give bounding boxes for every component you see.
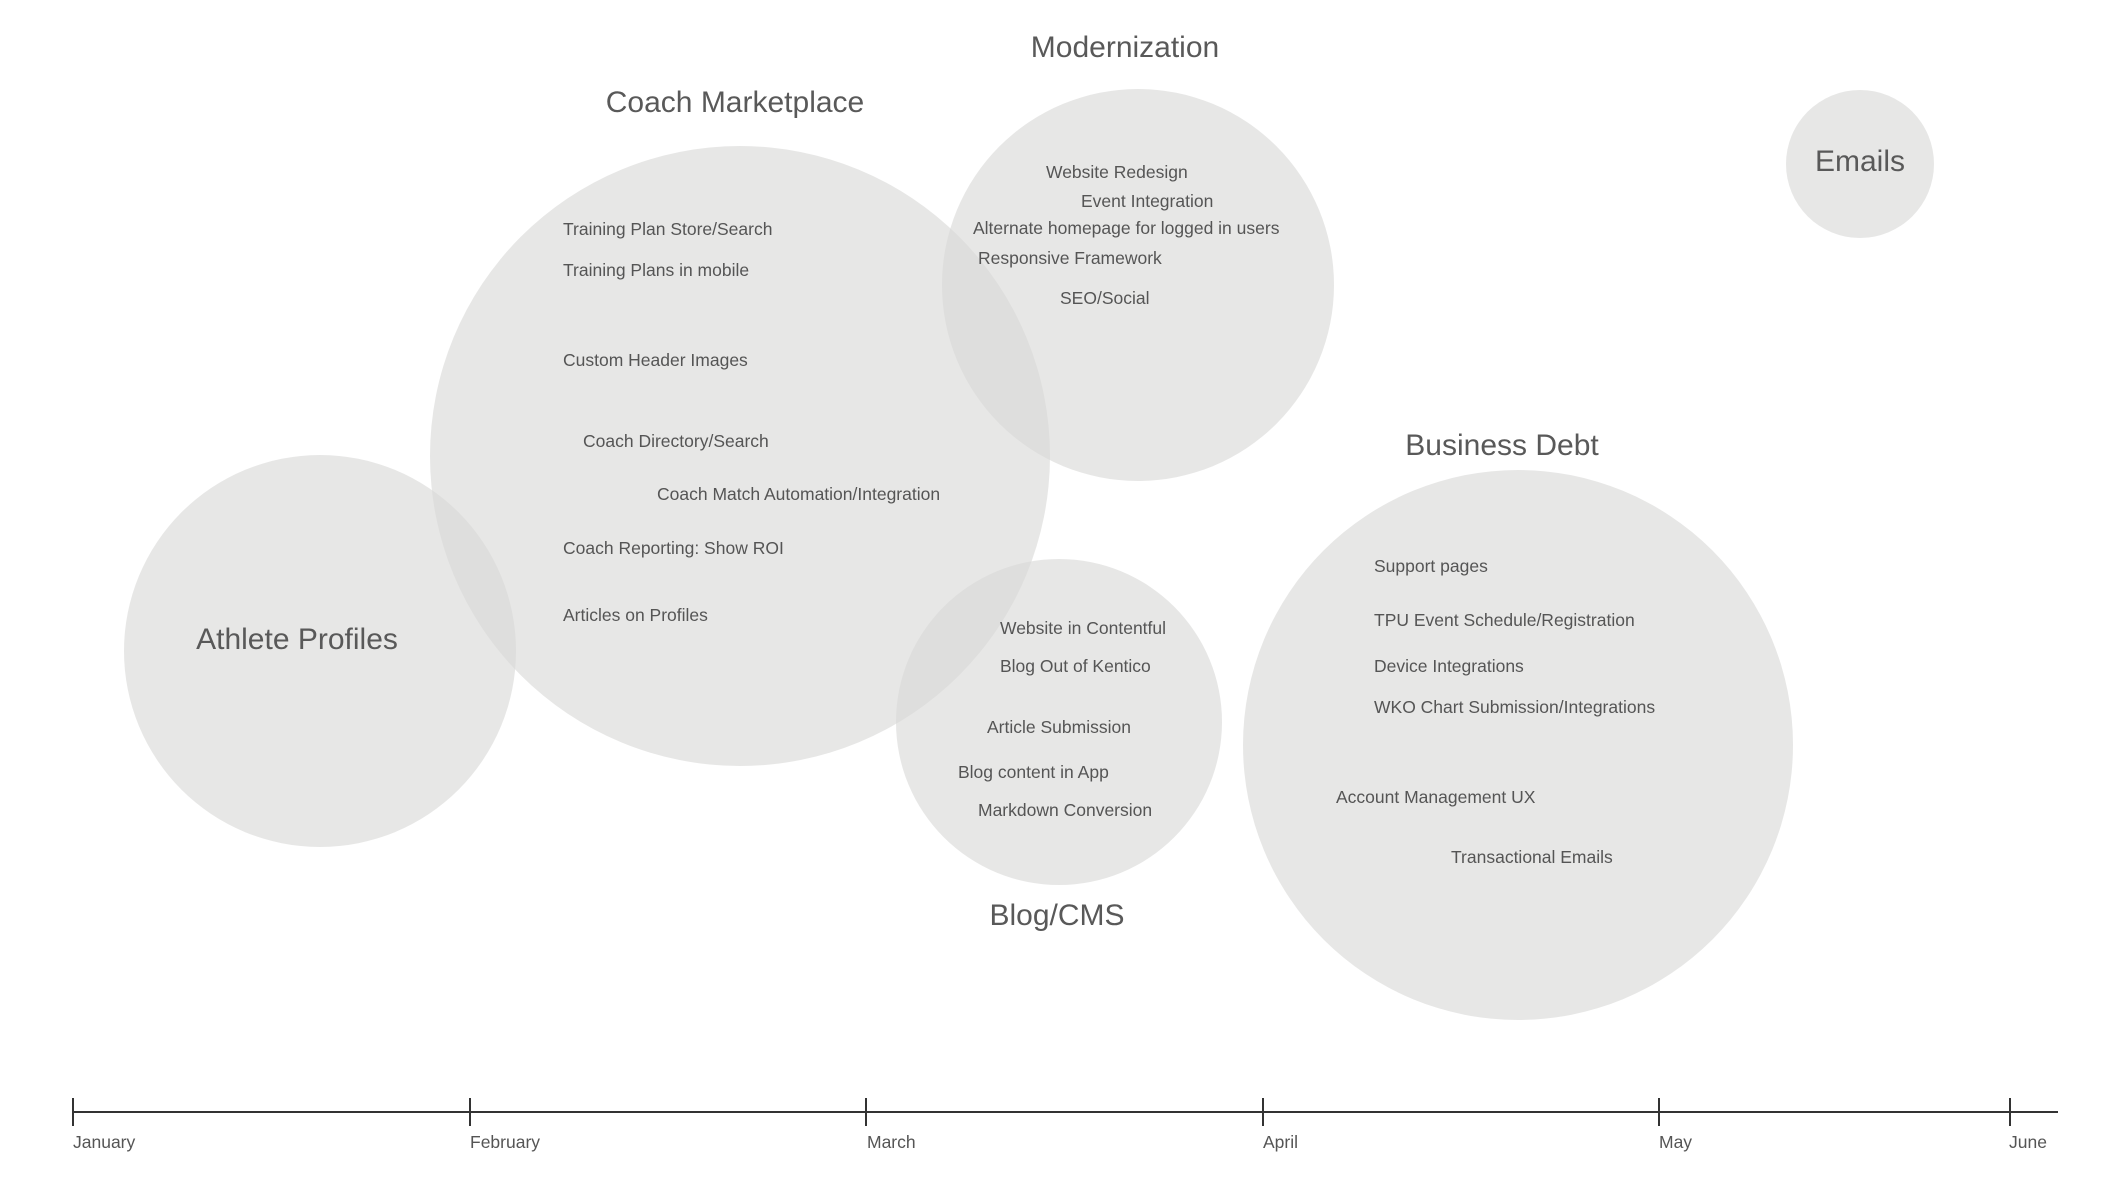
list-item: Coach Match Automation/Integration — [657, 484, 940, 504]
list-item: Training Plan Store/Search — [563, 219, 772, 239]
list-item: Account Management UX — [1336, 787, 1536, 807]
blog-cms-bubble — [896, 559, 1222, 885]
list-item: Responsive Framework — [978, 248, 1162, 268]
list-item: Event Integration — [1081, 191, 1213, 211]
list-item: Transactional Emails — [1451, 847, 1613, 867]
list-item: Markdown Conversion — [978, 800, 1152, 820]
list-item: TPU Event Schedule/Registration — [1374, 610, 1635, 630]
list-item: Article Submission — [987, 717, 1131, 737]
coach-marketplace-items: Training Plan Store/Search Training Plan… — [563, 219, 940, 625]
business-debt-title: Business Debt — [1405, 429, 1599, 462]
month-label-february: February — [470, 1132, 540, 1152]
modernization-bubble — [942, 89, 1334, 481]
month-label-march: March — [867, 1132, 916, 1152]
list-item: WKO Chart Submission/Integrations — [1374, 697, 1655, 717]
list-item: Device Integrations — [1374, 656, 1524, 676]
list-item: Alternate homepage for logged in users — [973, 218, 1280, 238]
modernization-items: Website Redesign Event Integration Alter… — [973, 162, 1280, 308]
business-debt-items: Support pages TPU Event Schedule/Registr… — [1336, 556, 1655, 867]
athlete-profiles-bubble — [124, 455, 516, 847]
list-item: Coach Reporting: Show ROI — [563, 538, 784, 558]
group-titles: Athlete Profiles Coach Marketplace Moder… — [196, 31, 1905, 932]
business-debt-bubble — [1243, 470, 1793, 1020]
bubbles — [124, 89, 1934, 1020]
modernization-title: Modernization — [1031, 31, 1219, 64]
list-item: Coach Directory/Search — [583, 431, 769, 451]
athlete-profiles-title: Athlete Profiles — [196, 623, 398, 656]
coach-marketplace-bubble — [430, 146, 1050, 766]
emails-title: Emails — [1815, 145, 1905, 178]
list-item: Website Redesign — [1046, 162, 1188, 182]
month-label-june: June — [2009, 1132, 2047, 1152]
blog-cms-items: Website in Contentful Blog Out of Kentic… — [958, 618, 1166, 820]
list-item: Articles on Profiles — [563, 605, 708, 625]
list-item: Website in Contentful — [1000, 618, 1166, 638]
timeline: January February March April May June — [72, 1098, 2058, 1152]
list-item: Support pages — [1374, 556, 1488, 576]
blog-cms-title: Blog/CMS — [989, 899, 1124, 932]
month-label-april: April — [1263, 1132, 1298, 1152]
list-item: Custom Header Images — [563, 350, 748, 370]
list-item: SEO/Social — [1060, 288, 1149, 308]
list-item: Blog Out of Kentico — [1000, 656, 1151, 676]
list-item: Blog content in App — [958, 762, 1109, 782]
month-label-may: May — [1659, 1132, 1692, 1152]
month-label-january: January — [73, 1132, 136, 1152]
coach-marketplace-title: Coach Marketplace — [606, 86, 864, 119]
emails-bubble — [1786, 90, 1934, 238]
list-item: Training Plans in mobile — [563, 260, 749, 280]
